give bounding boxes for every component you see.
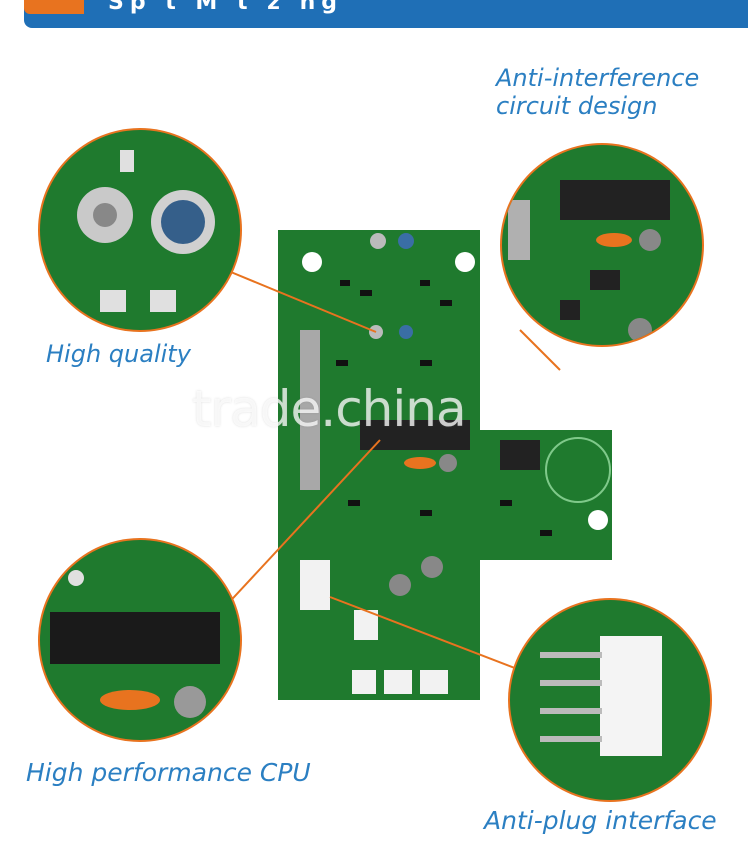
watermark-text: trade.china (192, 380, 467, 438)
caption-high-quality: High quality (46, 340, 191, 368)
caption-line: Anti-interference (496, 64, 700, 92)
white-connector (354, 610, 378, 640)
capacitor (389, 574, 411, 596)
caption-line: circuit design (496, 92, 658, 120)
zoom-high-quality (38, 128, 242, 332)
zoom-anti-interference (500, 143, 704, 347)
banner-accent-tab (24, 0, 84, 14)
small-chip (500, 440, 540, 470)
white-connector (300, 560, 330, 610)
white-connector (352, 670, 376, 694)
circle-outline (545, 437, 611, 503)
orange-crystal (404, 457, 436, 469)
caption-high-performance-cpu: High performance CPU (26, 758, 311, 787)
caption-anti-interference: Anti-interference circuit design (496, 64, 699, 120)
white-connector (384, 670, 412, 694)
header-banner (24, 0, 748, 28)
side-connector (300, 330, 320, 490)
pcb-board (278, 230, 612, 700)
cpu-chip (360, 420, 470, 450)
callout-lines (221, 269, 561, 671)
caption-anti-plug-interface: Anti-plug interface (484, 806, 717, 835)
capacitor (421, 556, 443, 578)
mount-hole (455, 252, 475, 272)
mount-hole (588, 510, 608, 530)
led (370, 233, 386, 249)
banner-title: Sp t M t z ng (108, 0, 344, 15)
mount-hole (302, 252, 322, 272)
zoom-plug (508, 598, 712, 802)
zoom-cpu (38, 538, 242, 742)
led (399, 325, 413, 339)
capacitor (439, 454, 457, 472)
led (398, 233, 414, 249)
white-connector (420, 670, 448, 694)
